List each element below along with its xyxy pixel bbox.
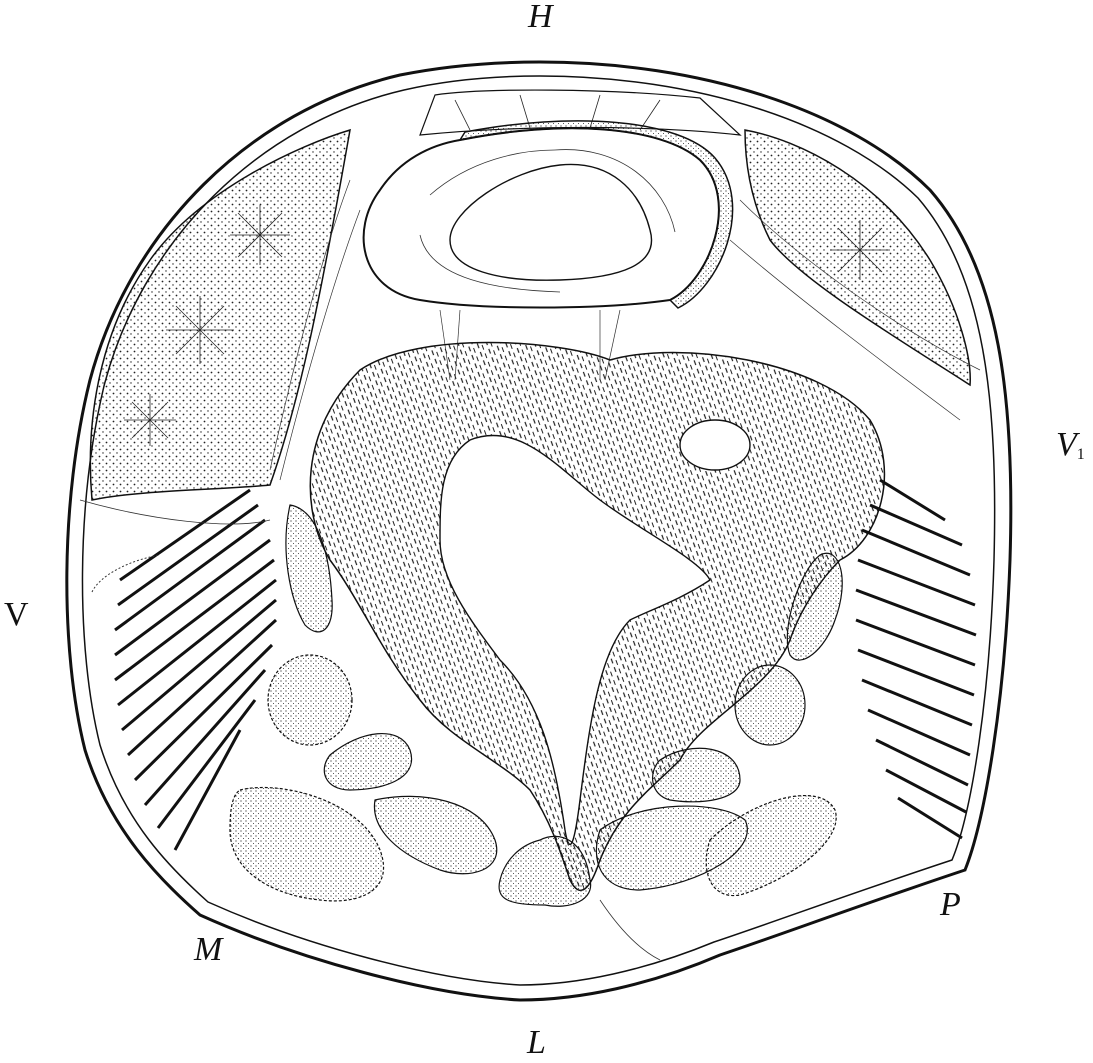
left-body-4 (374, 796, 496, 873)
tubule-ring (680, 420, 750, 470)
left-body-2 (324, 734, 411, 790)
label-v1-main: V (1056, 426, 1077, 463)
label-m: M (194, 933, 222, 967)
label-v1-subscript: 1 (1077, 446, 1085, 463)
right-striated-muscle (856, 480, 976, 838)
right-starburst (830, 220, 890, 280)
label-p: P (940, 888, 961, 922)
right-body-1 (735, 665, 805, 745)
left-body-3 (230, 788, 384, 901)
right-body-2 (653, 748, 740, 802)
ventral-process (499, 836, 591, 906)
left-body-1 (268, 655, 352, 745)
label-l: L (527, 1026, 546, 1060)
label-v1: V1 (1056, 428, 1085, 463)
label-h: H (528, 0, 553, 34)
left-dorsal-muscle (90, 130, 350, 500)
label-v: V (4, 598, 29, 632)
